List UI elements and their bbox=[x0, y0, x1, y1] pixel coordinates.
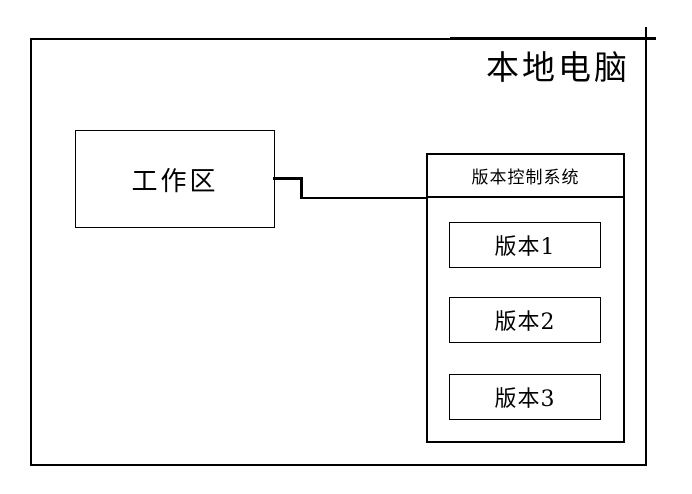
local-computer-box bbox=[30, 38, 647, 466]
version-1-box: 版本1 bbox=[449, 222, 601, 268]
version-control-system-box: 版本控制系统 版本1 版本2 版本3 bbox=[426, 153, 625, 443]
version-2-label: 版本2 bbox=[494, 310, 556, 335]
connector-segment-horizontal-1 bbox=[273, 177, 302, 180]
workspace-label: 工作区 bbox=[131, 166, 219, 197]
version-1-label: 版本1 bbox=[494, 235, 556, 260]
outer-box-corner-overshoot-vertical bbox=[645, 27, 647, 40]
connector-segment-vertical bbox=[300, 177, 303, 199]
version-2-box: 版本2 bbox=[449, 297, 601, 343]
outer-box-corner-overshoot-horizontal bbox=[647, 37, 656, 40]
connector-segment-horizontal-2 bbox=[300, 196, 427, 199]
version-control-system-title-row: 版本控制系统 bbox=[428, 155, 623, 198]
version-control-system-label: 版本控制系统 bbox=[471, 168, 580, 188]
workspace-box: 工作区 bbox=[75, 130, 275, 228]
version-3-label: 版本3 bbox=[494, 387, 556, 412]
local-computer-label: 本地电脑 bbox=[486, 48, 630, 87]
version-3-box: 版本3 bbox=[449, 374, 601, 420]
outer-box-top-border-thick-segment bbox=[450, 37, 647, 40]
